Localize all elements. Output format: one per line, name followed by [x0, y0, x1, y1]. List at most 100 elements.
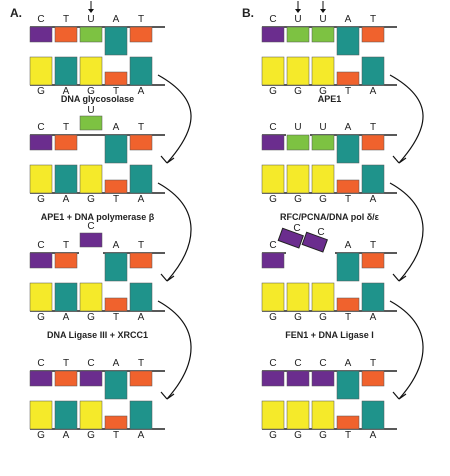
top-base-C [261, 134, 285, 151]
bottom-base-G [286, 282, 310, 312]
released-base-letter: U [87, 105, 94, 116]
transition-arrowhead [392, 391, 407, 400]
top-base-letter: U [319, 14, 326, 25]
transition-arrow [157, 74, 192, 164]
top-base-letter: C [87, 358, 94, 369]
top-base-A [104, 370, 128, 400]
bottom-base-A [361, 164, 385, 194]
bottom-base-G [261, 400, 285, 430]
bottom-base-T [336, 297, 360, 312]
bottom-base-letter: A [63, 430, 70, 441]
bottom-base-letter: A [138, 194, 145, 205]
top-base-A [336, 252, 360, 282]
bottom-base-letter: G [319, 86, 327, 97]
top-base-A [104, 252, 128, 282]
bottom-base-letter: T [345, 312, 351, 323]
top-base-A [336, 370, 360, 400]
bottom-base-T [104, 179, 128, 194]
inserted-base-C [79, 232, 103, 248]
top-base-T [54, 26, 78, 43]
bottom-base-G [286, 164, 310, 194]
bottom-base-letter: G [269, 312, 277, 323]
flap-base-C [301, 231, 328, 253]
bottom-base-letter: G [37, 430, 45, 441]
top-base-T [361, 370, 385, 387]
bottom-base-letter: A [138, 86, 145, 97]
top-base-C [261, 370, 285, 387]
flap-base-C [277, 227, 304, 249]
step-title: DNA glycosolase [61, 94, 134, 104]
top-base-C [29, 370, 53, 387]
top-base-T [54, 370, 78, 387]
bottom-base-G [261, 56, 285, 86]
bottom-base-A [129, 164, 153, 194]
top-base-letter: C [269, 358, 276, 369]
bottom-base-letter: T [113, 312, 119, 323]
top-base-letter: T [63, 358, 69, 369]
top-base-letter: T [138, 240, 144, 251]
top-base-C [29, 252, 53, 269]
bottom-base-letter: A [63, 312, 70, 323]
top-base-letter: A [345, 358, 352, 369]
top-base-T [54, 252, 78, 269]
bottom-base-A [361, 56, 385, 86]
top-base-T [361, 134, 385, 151]
step-title: FEN1 + DNA Ligase I [285, 330, 373, 340]
bottom-base-A [129, 282, 153, 312]
top-base-letter: A [113, 240, 120, 251]
bottom-base-G [29, 164, 53, 194]
transition-arrowhead [392, 155, 407, 164]
bottom-base-letter: G [269, 430, 277, 441]
top-base-letter: C [269, 122, 276, 133]
top-base-letter: C [37, 358, 44, 369]
top-base-U [311, 26, 335, 43]
step-title: RFC/PCNA/DNA pol δ/ε [280, 212, 380, 222]
bottom-base-A [361, 282, 385, 312]
top-base-letter: T [63, 122, 69, 133]
top-base-letter: C [37, 240, 44, 251]
bottom-base-letter: G [37, 312, 45, 323]
top-base-U [311, 134, 335, 151]
transition-arrow [157, 300, 192, 400]
bottom-base-G [286, 56, 310, 86]
top-base-C [261, 252, 285, 269]
top-base-C [261, 26, 285, 43]
bottom-base-T [104, 297, 128, 312]
bottom-base-letter: G [37, 194, 45, 205]
top-base-T [129, 252, 153, 269]
step-title: APE1 + DNA polymerase β [41, 212, 155, 222]
top-base-letter: C [37, 14, 44, 25]
bottom-base-letter: G [294, 430, 302, 441]
released-base-U [79, 115, 103, 131]
top-base-letter: U [294, 14, 301, 25]
flap-segment [301, 231, 328, 253]
top-base-letter: U [319, 122, 326, 133]
top-base-letter: A [345, 122, 352, 133]
bottom-base-G [29, 400, 53, 430]
bottom-base-G [261, 282, 285, 312]
top-base-letter: C [319, 358, 326, 369]
top-base-letter: A [113, 358, 120, 369]
bottom-base-T [336, 415, 360, 430]
bottom-base-G [311, 400, 335, 430]
top-base-letter: C [269, 240, 276, 251]
bottom-base-letter: A [370, 194, 377, 205]
top-base-letter: C [294, 358, 301, 369]
top-base-letter: T [138, 14, 144, 25]
bottom-base-letter: G [269, 194, 277, 205]
bottom-base-letter: A [370, 312, 377, 323]
bottom-base-A [54, 164, 78, 194]
bottom-base-letter: A [63, 86, 70, 97]
top-base-letter: T [138, 358, 144, 369]
bottom-base-letter: G [87, 312, 95, 323]
bottom-base-letter: T [113, 430, 119, 441]
bottom-base-letter: T [345, 86, 351, 97]
top-base-T [54, 134, 78, 151]
bottom-base-A [129, 400, 153, 430]
